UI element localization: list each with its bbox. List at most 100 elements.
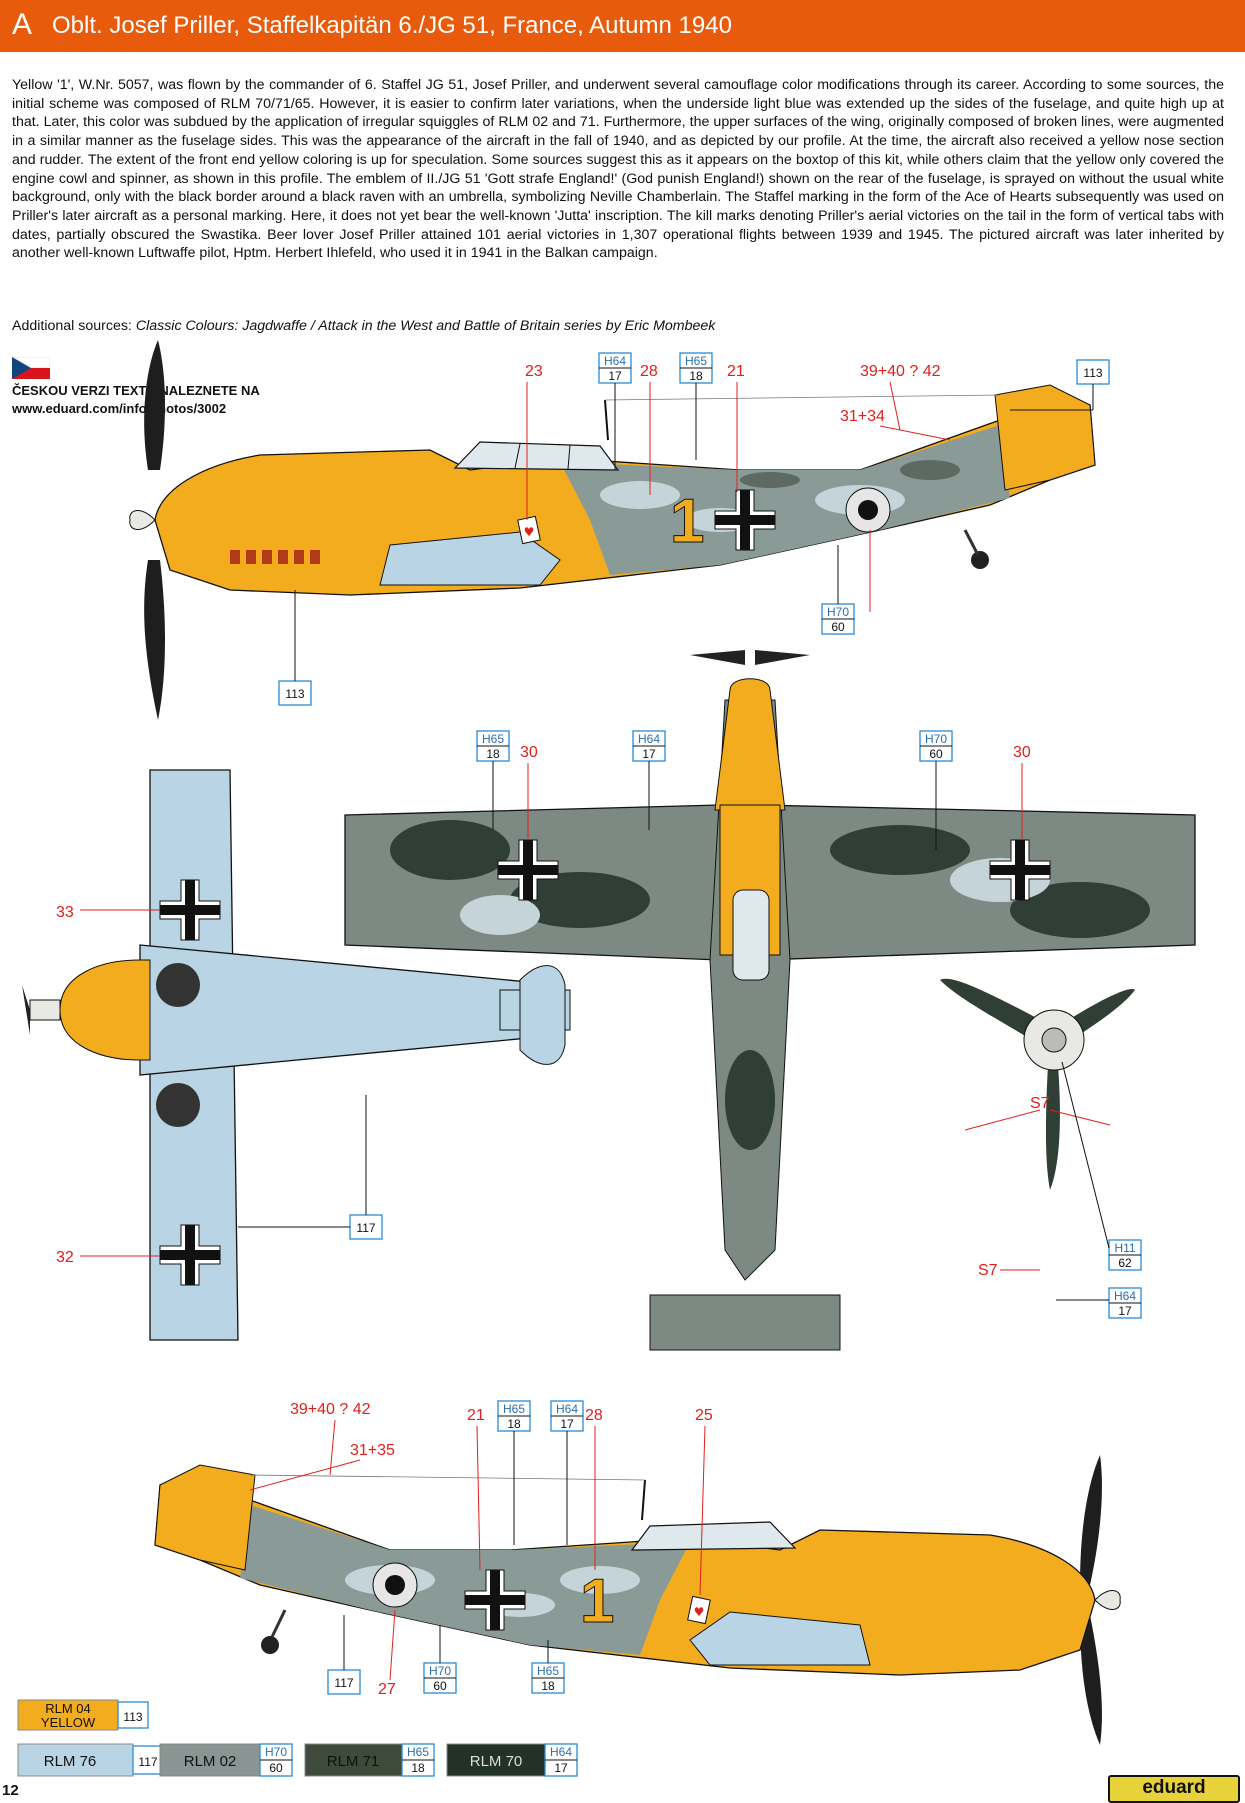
box-h70-60-b: H70 60: [919, 730, 953, 850]
svg-text:113: 113: [1083, 366, 1102, 380]
propeller-front-view: [940, 978, 1135, 1190]
palette-rlm04-yellow: RLM 04 YELLOW 113: [17, 1699, 149, 1731]
box-h70-60-c: H70 60: [423, 1625, 457, 1694]
svg-text:H64: H64: [604, 354, 626, 368]
svg-text:RLM 76: RLM 76: [44, 1753, 97, 1770]
box-h70-60-a: H70 60: [821, 545, 855, 635]
callout-28-bottom: 28: [585, 1407, 603, 1424]
svg-text:RLM 70: RLM 70: [470, 1753, 523, 1770]
svg-text:♥: ♥: [694, 1605, 705, 1619]
callout-30-right: 30: [1013, 744, 1031, 761]
svg-text:H65: H65: [407, 1745, 429, 1759]
callouts-bottom-profile: 39+40 ? 42 31+35 21 28 25 27: [249, 1401, 713, 1698]
side-profile-left-view: 1 ♥: [129, 340, 1096, 720]
svg-text:17: 17: [1118, 1304, 1132, 1318]
czech-flag-icon: [12, 357, 50, 379]
color-palette-legend: RLM 04 YELLOW 113 RLM 76 117 RLM 02 H70 …: [17, 1699, 578, 1777]
callout-30-left: 30: [520, 744, 538, 761]
callout-23: 23: [525, 363, 543, 380]
svg-text:60: 60: [269, 1761, 283, 1775]
box-117-b: 117: [327, 1615, 361, 1695]
svg-text:17: 17: [608, 369, 622, 383]
underside-view: [22, 769, 571, 1341]
svg-text:YELLOW: YELLOW: [41, 1715, 96, 1730]
svg-text:17: 17: [560, 1417, 574, 1431]
callout-s7-top: S7: [1030, 1095, 1050, 1112]
box-113-a: 113: [1010, 359, 1110, 411]
svg-text:113: 113: [285, 687, 304, 701]
svg-text:62: 62: [1118, 1256, 1132, 1270]
svg-text:17: 17: [642, 747, 656, 761]
callout-32: 32: [56, 1249, 74, 1266]
svg-text:60: 60: [831, 620, 845, 634]
eduard-logo: eduard: [1108, 1775, 1240, 1803]
profile-letter: A: [12, 8, 33, 41]
topside-view: [344, 650, 1196, 1351]
svg-text:H65: H65: [482, 732, 504, 746]
box-h65-18-c: H65 18: [497, 1400, 531, 1545]
svg-text:18: 18: [411, 1761, 425, 1775]
czech-text-link[interactable]: www.eduard.com/info/photos/3002: [12, 401, 227, 416]
box-h65-18-d: H65 18: [531, 1640, 565, 1694]
svg-text:18: 18: [541, 1679, 555, 1693]
svg-text:18: 18: [486, 747, 500, 761]
page-header: A Oblt. Josef Priller, Staffelkapitän 6.…: [0, 0, 1245, 52]
sources-prefix: Additional sources:: [12, 318, 136, 334]
box-h65-18-a: H65 18: [679, 352, 713, 460]
box-113-b: 113: [278, 590, 312, 706]
callout-21-bottom: 21: [467, 1407, 485, 1424]
svg-text:H64: H64: [556, 1402, 578, 1416]
svg-text:H65: H65: [503, 1402, 525, 1416]
box-h64-17-b: H64 17: [632, 730, 666, 830]
svg-text:117: 117: [334, 1676, 353, 1690]
callout-25: 25: [695, 1407, 713, 1424]
palette-rlm70: RLM 70 H64 17: [446, 1743, 578, 1777]
svg-text:117: 117: [138, 1755, 157, 1769]
svg-text:H64: H64: [638, 732, 660, 746]
svg-text:H65: H65: [537, 1664, 559, 1678]
callout-39-40-42: 39+40 ? 42: [860, 363, 941, 380]
box-h64-17-c: H64 17: [1056, 1287, 1142, 1319]
callout-28: 28: [640, 363, 658, 380]
box-117-a: 117: [238, 1095, 383, 1240]
additional-sources: Additional sources: Classic Colours: Jag…: [12, 318, 715, 334]
svg-text:60: 60: [433, 1679, 447, 1693]
box-h64-17-d: H64 17: [550, 1400, 584, 1545]
svg-text:RLM 71: RLM 71: [327, 1753, 380, 1770]
svg-text:117: 117: [356, 1221, 375, 1235]
svg-text:113: 113: [123, 1710, 142, 1724]
color-code-boxes: H64 17 H65 18 113 113 H7: [238, 352, 1142, 1695]
side-profile-right-view: 1 ♥: [154, 1455, 1121, 1745]
palette-rlm71: RLM 71 H65 18: [304, 1743, 435, 1777]
callout-31-35: 31+35: [350, 1442, 395, 1459]
svg-text:H65: H65: [685, 354, 707, 368]
callout-27-bottom: 27: [378, 1681, 396, 1698]
box-h65-18-b: H65 18: [476, 730, 510, 830]
czech-text-notice: ČESKOU VERZI TEXTU NALEZNETE NA: [12, 383, 260, 398]
callouts-top-view: 30 30 33 32 S7 S7: [56, 744, 1111, 1279]
page-title: Oblt. Josef Priller, Staffelkapitän 6./J…: [52, 12, 732, 39]
aircraft-number-1: 1: [670, 487, 704, 556]
callout-33: 33: [56, 904, 74, 921]
svg-text:H64: H64: [1114, 1289, 1136, 1303]
svg-text:H70: H70: [925, 732, 947, 746]
svg-text:17: 17: [554, 1761, 568, 1775]
svg-text:60: 60: [929, 747, 943, 761]
page-number: 12: [2, 1782, 19, 1799]
box-h11-62: H11 62: [1061, 1061, 1142, 1271]
callout-s7-bottom: S7: [978, 1262, 998, 1279]
aircraft-number-1-right: 1: [580, 1567, 614, 1636]
callout-31-34: 31+34: [840, 408, 885, 425]
callout-21: 21: [727, 363, 745, 380]
palette-rlm76: RLM 76 117: [17, 1743, 164, 1777]
svg-text:RLM 04: RLM 04: [45, 1701, 91, 1716]
palette-rlm02: RLM 02 H70 60: [159, 1743, 293, 1777]
svg-text:H70: H70: [265, 1745, 287, 1759]
svg-text:18: 18: [689, 369, 703, 383]
box-h64-17-a: H64 17: [598, 352, 632, 470]
svg-text:18: 18: [507, 1417, 521, 1431]
svg-text:H70: H70: [429, 1664, 451, 1678]
svg-text:♥: ♥: [524, 525, 535, 539]
